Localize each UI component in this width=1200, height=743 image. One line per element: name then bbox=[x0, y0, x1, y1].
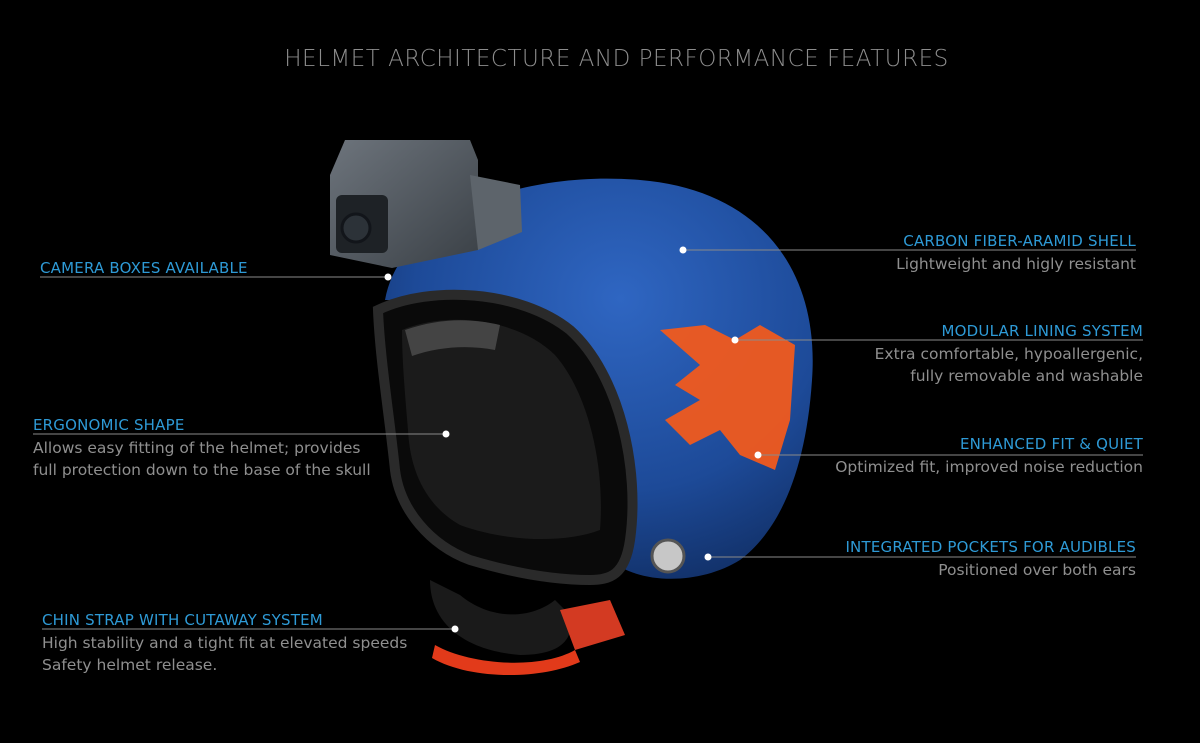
feature-description: full protection down to the base of the … bbox=[33, 461, 371, 479]
feature-description: Allows easy fitting of the helmet; provi… bbox=[33, 439, 361, 457]
feature-description: fully removable and washable bbox=[910, 367, 1143, 385]
feature-heading: MODULAR LINING SYSTEM bbox=[941, 322, 1143, 340]
feature-heading: INTEGRATED POCKETS FOR AUDIBLES bbox=[845, 538, 1136, 556]
ear-button bbox=[650, 538, 686, 574]
feature-description: Safety helmet release. bbox=[42, 656, 218, 674]
feature-camera-boxes: CAMERA BOXES AVAILABLE bbox=[40, 258, 248, 278]
feature-ergonomic-shape: ERGONOMIC SHAPE Allows easy fitting of t… bbox=[33, 415, 371, 481]
feature-integrated-pockets: INTEGRATED POCKETS FOR AUDIBLES Position… bbox=[845, 537, 1136, 581]
feature-description: Extra comfortable, hypoallergenic, bbox=[874, 345, 1143, 363]
feature-description: High stability and a tight fit at elevat… bbox=[42, 634, 408, 652]
feature-heading: ERGONOMIC SHAPE bbox=[33, 416, 185, 434]
feature-description: Lightweight and higly resistant bbox=[896, 255, 1136, 273]
helmet-lining bbox=[402, 319, 601, 540]
feature-heading: CHIN STRAP WITH CUTAWAY SYSTEM bbox=[42, 611, 323, 629]
feature-carbon-shell: CARBON FIBER-ARAMID SHELL Lightweight an… bbox=[896, 231, 1136, 275]
feature-heading: ENHANCED FIT & QUIET bbox=[959, 435, 1143, 453]
helmet-graphic bbox=[660, 325, 795, 470]
feature-heading: CARBON FIBER-ARAMID SHELL bbox=[903, 232, 1136, 250]
feature-chin-strap: CHIN STRAP WITH CUTAWAY SYSTEM High stab… bbox=[42, 610, 407, 676]
feature-modular-lining: MODULAR LINING SYSTEM Extra comfortable,… bbox=[875, 321, 1143, 387]
page-title: HELMET ARCHITECTURE AND PERFORMANCE FEAT… bbox=[284, 46, 949, 72]
feature-heading: CAMERA BOXES AVAILABLE bbox=[40, 259, 248, 277]
feature-description: Optimized fit, improved noise reduction bbox=[835, 458, 1143, 476]
feature-description: Positioned over both ears bbox=[938, 561, 1136, 579]
chin-strap bbox=[430, 580, 571, 655]
feature-enhanced-fit: ENHANCED FIT & QUIET Optimized fit, impr… bbox=[835, 434, 1143, 478]
